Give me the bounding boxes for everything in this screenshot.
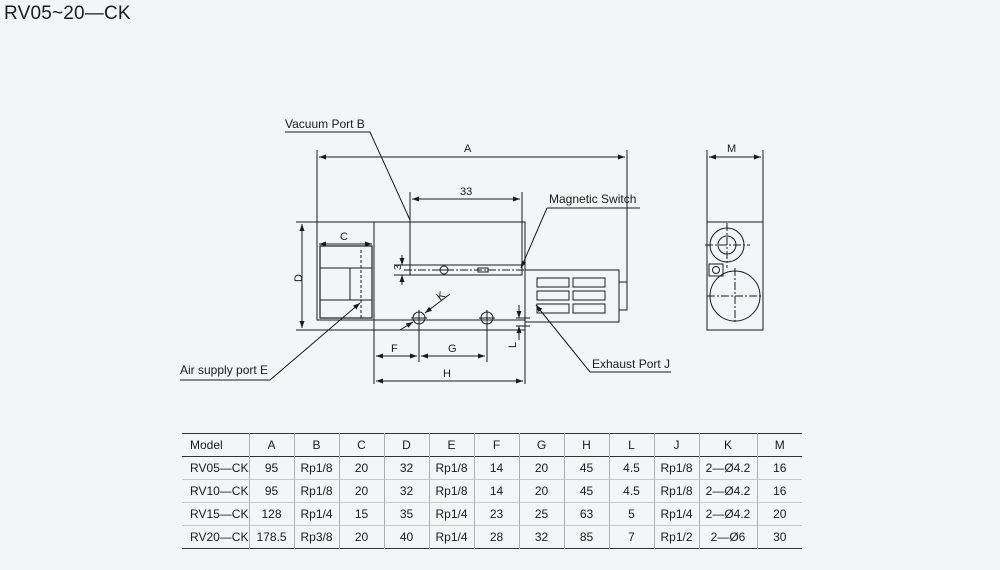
table-cell: RV20—CK	[190, 530, 249, 544]
table-cell: 20	[338, 479, 384, 503]
table-header-cell: A	[248, 433, 294, 457]
table-cell: 16	[756, 456, 802, 480]
magnetic-switch-bar	[404, 264, 530, 276]
table-cell: 32	[383, 456, 429, 480]
table-cell: 178.5	[248, 525, 294, 549]
table-header-cell: Model	[190, 438, 223, 452]
table-cell: 20	[518, 479, 564, 503]
mount-holes	[411, 310, 495, 326]
table-cell: Rp1/8	[653, 479, 699, 503]
table-cell: 20	[338, 456, 384, 480]
valve-body-side	[705, 150, 764, 331]
table-cell: 45	[563, 479, 609, 503]
table-cell: 32	[518, 525, 564, 549]
table-cell: 35	[383, 502, 429, 526]
table-cell: Rp1/8	[428, 479, 474, 503]
table-header-cell: C	[338, 433, 384, 457]
table-cell: Rp3/8	[293, 525, 339, 549]
dim-label-3: 3	[393, 264, 404, 270]
table-cell: Rp1/4	[428, 525, 474, 549]
table-cell: 7	[608, 525, 654, 549]
table-cell: 45	[563, 456, 609, 480]
table-cell: Rp1/4	[653, 502, 699, 526]
table-cell: 15	[338, 502, 384, 526]
table-cell: 63	[563, 502, 609, 526]
dim-label-M: M	[727, 143, 736, 155]
table-cell: 14	[473, 456, 519, 480]
table-cell: 14	[473, 479, 519, 503]
table-cell: 128	[248, 502, 294, 526]
dim-label-H: H	[443, 368, 451, 380]
technical-drawing: Vacuum Port B Magnetic Switch Air supply…	[180, 117, 764, 384]
table-header-cell: H	[563, 433, 609, 457]
table-cell: 23	[473, 502, 519, 526]
dim-label-33: 33	[460, 186, 472, 198]
dimension-lines	[296, 150, 628, 384]
table-cell: Rp1/4	[293, 502, 339, 526]
label-air-supply-port: Air supply port E	[180, 363, 268, 377]
table-cell: 30	[756, 525, 802, 549]
table-header-cell: D	[383, 433, 429, 457]
dim-label-F: F	[391, 343, 398, 355]
table-cell: 2—Ø4.2	[698, 502, 757, 526]
table-cell: Rp1/4	[428, 502, 474, 526]
table-cell: Rp1/8	[293, 456, 339, 480]
dim-label-K: K	[434, 289, 448, 303]
table-header-cell: F	[473, 433, 519, 457]
table-cell: Rp1/8	[293, 479, 339, 503]
table-cell: 32	[383, 479, 429, 503]
table-header-cell: K	[698, 433, 757, 457]
table-cell: Rp1/8	[653, 456, 699, 480]
table-cell: 2—Ø4.2	[698, 479, 757, 503]
leader-lines	[180, 131, 671, 381]
table-header-cell: L	[608, 433, 654, 457]
table-cell: 20	[518, 456, 564, 480]
valve-body-front	[316, 221, 526, 331]
label-magnetic-switch: Magnetic Switch	[549, 192, 636, 206]
table-cell: 16	[756, 479, 802, 503]
table-cell: 20	[338, 525, 384, 549]
table-cell: 28	[473, 525, 519, 549]
label-vacuum-port: Vacuum Port B	[285, 117, 365, 131]
table-cell: 20	[756, 502, 802, 526]
table-cell: Rp1/8	[428, 456, 474, 480]
dim-label-G: G	[448, 343, 457, 355]
table-header-cell: M	[756, 433, 802, 457]
table-header-cell: J	[653, 433, 699, 457]
table-cell: 2—Ø4.2	[698, 456, 757, 480]
table-cell: 85	[563, 525, 609, 549]
table-header-cell: G	[518, 433, 564, 457]
table-cell: 40	[383, 525, 429, 549]
table-cell: 95	[248, 479, 294, 503]
table-cell: 5	[608, 502, 654, 526]
page-title: RV05~20—CK	[4, 3, 131, 24]
dim-label-L: L	[507, 342, 519, 348]
table-cell: Rp1/2	[653, 525, 699, 549]
table-cell: 2—Ø6	[698, 525, 757, 549]
table-header-cell: B	[293, 433, 339, 457]
table-cell: 4.5	[608, 479, 654, 503]
label-exhaust-port: Exhaust Port J	[592, 357, 670, 371]
table-cell: 95	[248, 456, 294, 480]
dim-label-D: D	[293, 274, 305, 282]
table-header-cell: E	[428, 433, 474, 457]
table-cell: 25	[518, 502, 564, 526]
table-cell: RV15—CK	[190, 507, 249, 521]
dim-label-A: A	[464, 143, 472, 155]
dim-label-C: C	[340, 231, 348, 243]
table-cell: RV05—CK	[190, 461, 249, 475]
table-cell: 4.5	[608, 456, 654, 480]
exhaust-silencer	[524, 269, 628, 323]
table-cell: RV10—CK	[190, 484, 249, 498]
